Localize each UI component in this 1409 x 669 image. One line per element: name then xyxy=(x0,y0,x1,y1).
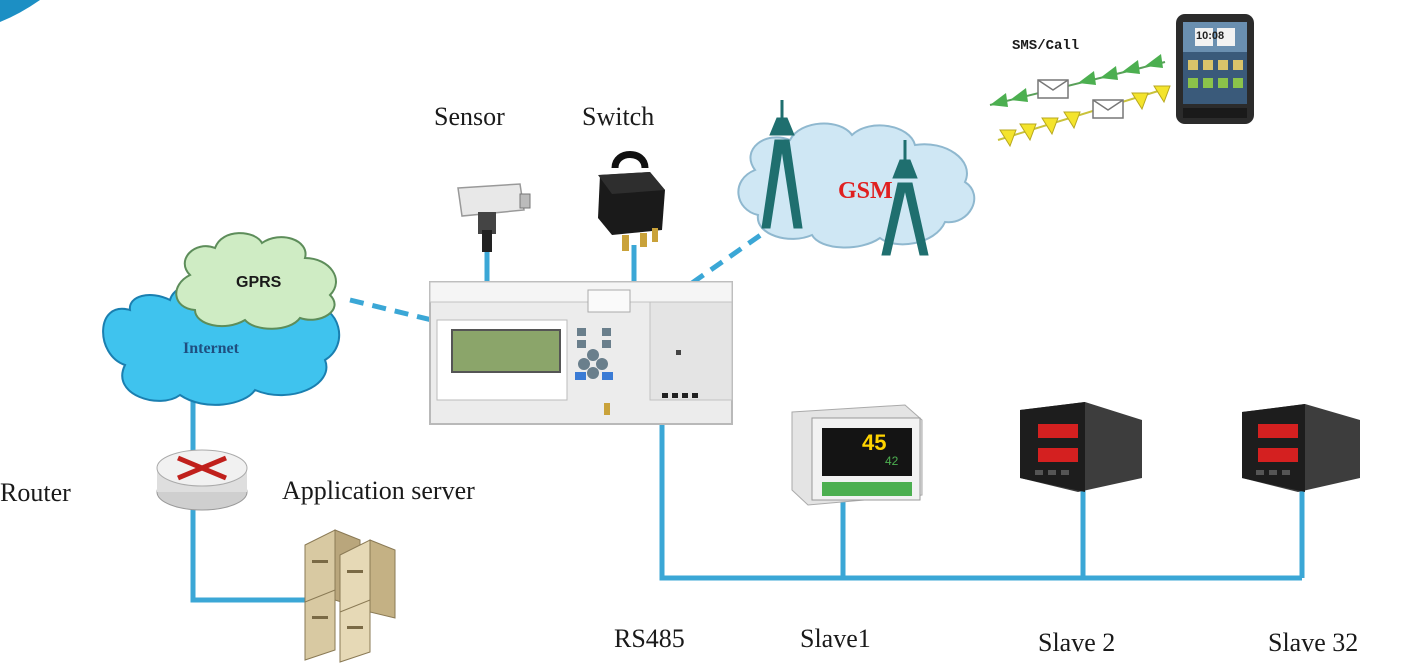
corner-accent xyxy=(0,0,40,22)
slave2-label: Slave 2 xyxy=(1038,628,1116,657)
sensor-label: Sensor xyxy=(434,102,505,131)
yellow-arrows xyxy=(999,85,1171,148)
slave32-device xyxy=(1242,404,1360,492)
envelope-icon xyxy=(1037,79,1069,99)
gsm-tower-right xyxy=(881,140,929,256)
phone-clock: 10:08 xyxy=(1196,30,1225,42)
mobile-phone-icon xyxy=(1176,14,1254,124)
slave1-device xyxy=(791,404,923,506)
slave2-device xyxy=(1020,402,1142,492)
slave1-display-bottom: 42 xyxy=(885,454,899,468)
gsm-cloud xyxy=(737,100,976,256)
gsm-label: GSM xyxy=(838,178,893,204)
router-server-link xyxy=(190,510,305,603)
rs485-label: RS485 xyxy=(614,624,685,653)
controller-lcd xyxy=(451,329,561,373)
green-arrows xyxy=(990,54,1163,107)
controller-keypad xyxy=(577,328,611,379)
envelope-icon xyxy=(1092,99,1124,119)
rs485-bus xyxy=(659,425,1302,581)
wireless-links xyxy=(349,222,777,325)
gprs-label: GPRS xyxy=(236,274,282,291)
gprs-cloud xyxy=(175,232,337,330)
slave2-display xyxy=(1038,424,1078,462)
internet-label: Internet xyxy=(183,340,239,357)
application-server-icon xyxy=(304,529,396,663)
sensor-device xyxy=(457,183,531,252)
slave32-display xyxy=(1258,424,1298,462)
slave1-display-top: 45 xyxy=(862,430,887,455)
gprs-link xyxy=(349,297,441,325)
gsm-tower-left xyxy=(761,100,803,229)
slave1-label: Slave1 xyxy=(800,624,871,653)
router-label: Router xyxy=(0,478,71,507)
application-server-label: Application server xyxy=(282,476,475,505)
gsm-link xyxy=(690,222,777,286)
switch-relay xyxy=(598,151,665,251)
sms-call-label: SMS/Call xyxy=(1012,38,1080,54)
controller-device xyxy=(429,281,733,425)
wired-links xyxy=(190,245,1305,603)
switch-label: Switch xyxy=(582,102,655,131)
router-icon xyxy=(156,449,248,511)
sms-signal xyxy=(989,54,1171,148)
slave32-label: Slave 32 xyxy=(1268,628,1359,657)
slave1-display xyxy=(822,428,912,476)
